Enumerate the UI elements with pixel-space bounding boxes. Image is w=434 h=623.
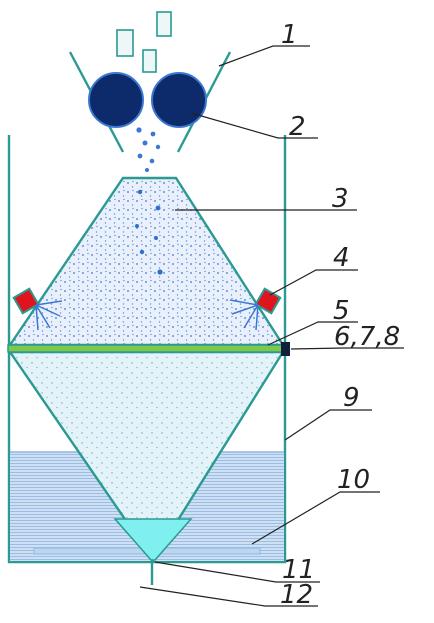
label-4: 4 bbox=[333, 243, 350, 273]
particle-rect bbox=[156, 11, 172, 37]
upper-chamber bbox=[7, 176, 286, 347]
heater-right bbox=[229, 287, 282, 331]
roller-right bbox=[151, 72, 207, 128]
heater-square bbox=[12, 287, 40, 315]
leader-lines bbox=[139, 45, 404, 607]
heater-left bbox=[12, 287, 63, 331]
granules bbox=[135, 189, 163, 275]
heater-rays bbox=[229, 299, 259, 331]
label-5: 5 bbox=[333, 296, 350, 326]
label-11: 11 bbox=[282, 555, 315, 585]
label-10: 10 bbox=[337, 465, 370, 495]
callout-labels: 1 2 3 4 5 6,7,8 9 10 11 12 bbox=[280, 20, 400, 610]
label-12: 12 bbox=[280, 580, 313, 610]
label-1: 1 bbox=[281, 20, 298, 50]
label-6-7-8: 6,7,8 bbox=[334, 322, 400, 352]
label-2: 2 bbox=[289, 112, 306, 142]
roller-left bbox=[88, 72, 144, 128]
particle-rect bbox=[116, 29, 134, 57]
plate-clamp bbox=[281, 342, 290, 356]
nozzle-funnel bbox=[113, 518, 193, 561]
feed-particles bbox=[116, 11, 172, 73]
heater-rays bbox=[35, 300, 63, 331]
particle-rect bbox=[142, 49, 157, 73]
separator-plate bbox=[7, 344, 285, 353]
label-3: 3 bbox=[332, 184, 349, 214]
powder-stream bbox=[136, 127, 161, 172]
label-9: 9 bbox=[343, 383, 360, 413]
